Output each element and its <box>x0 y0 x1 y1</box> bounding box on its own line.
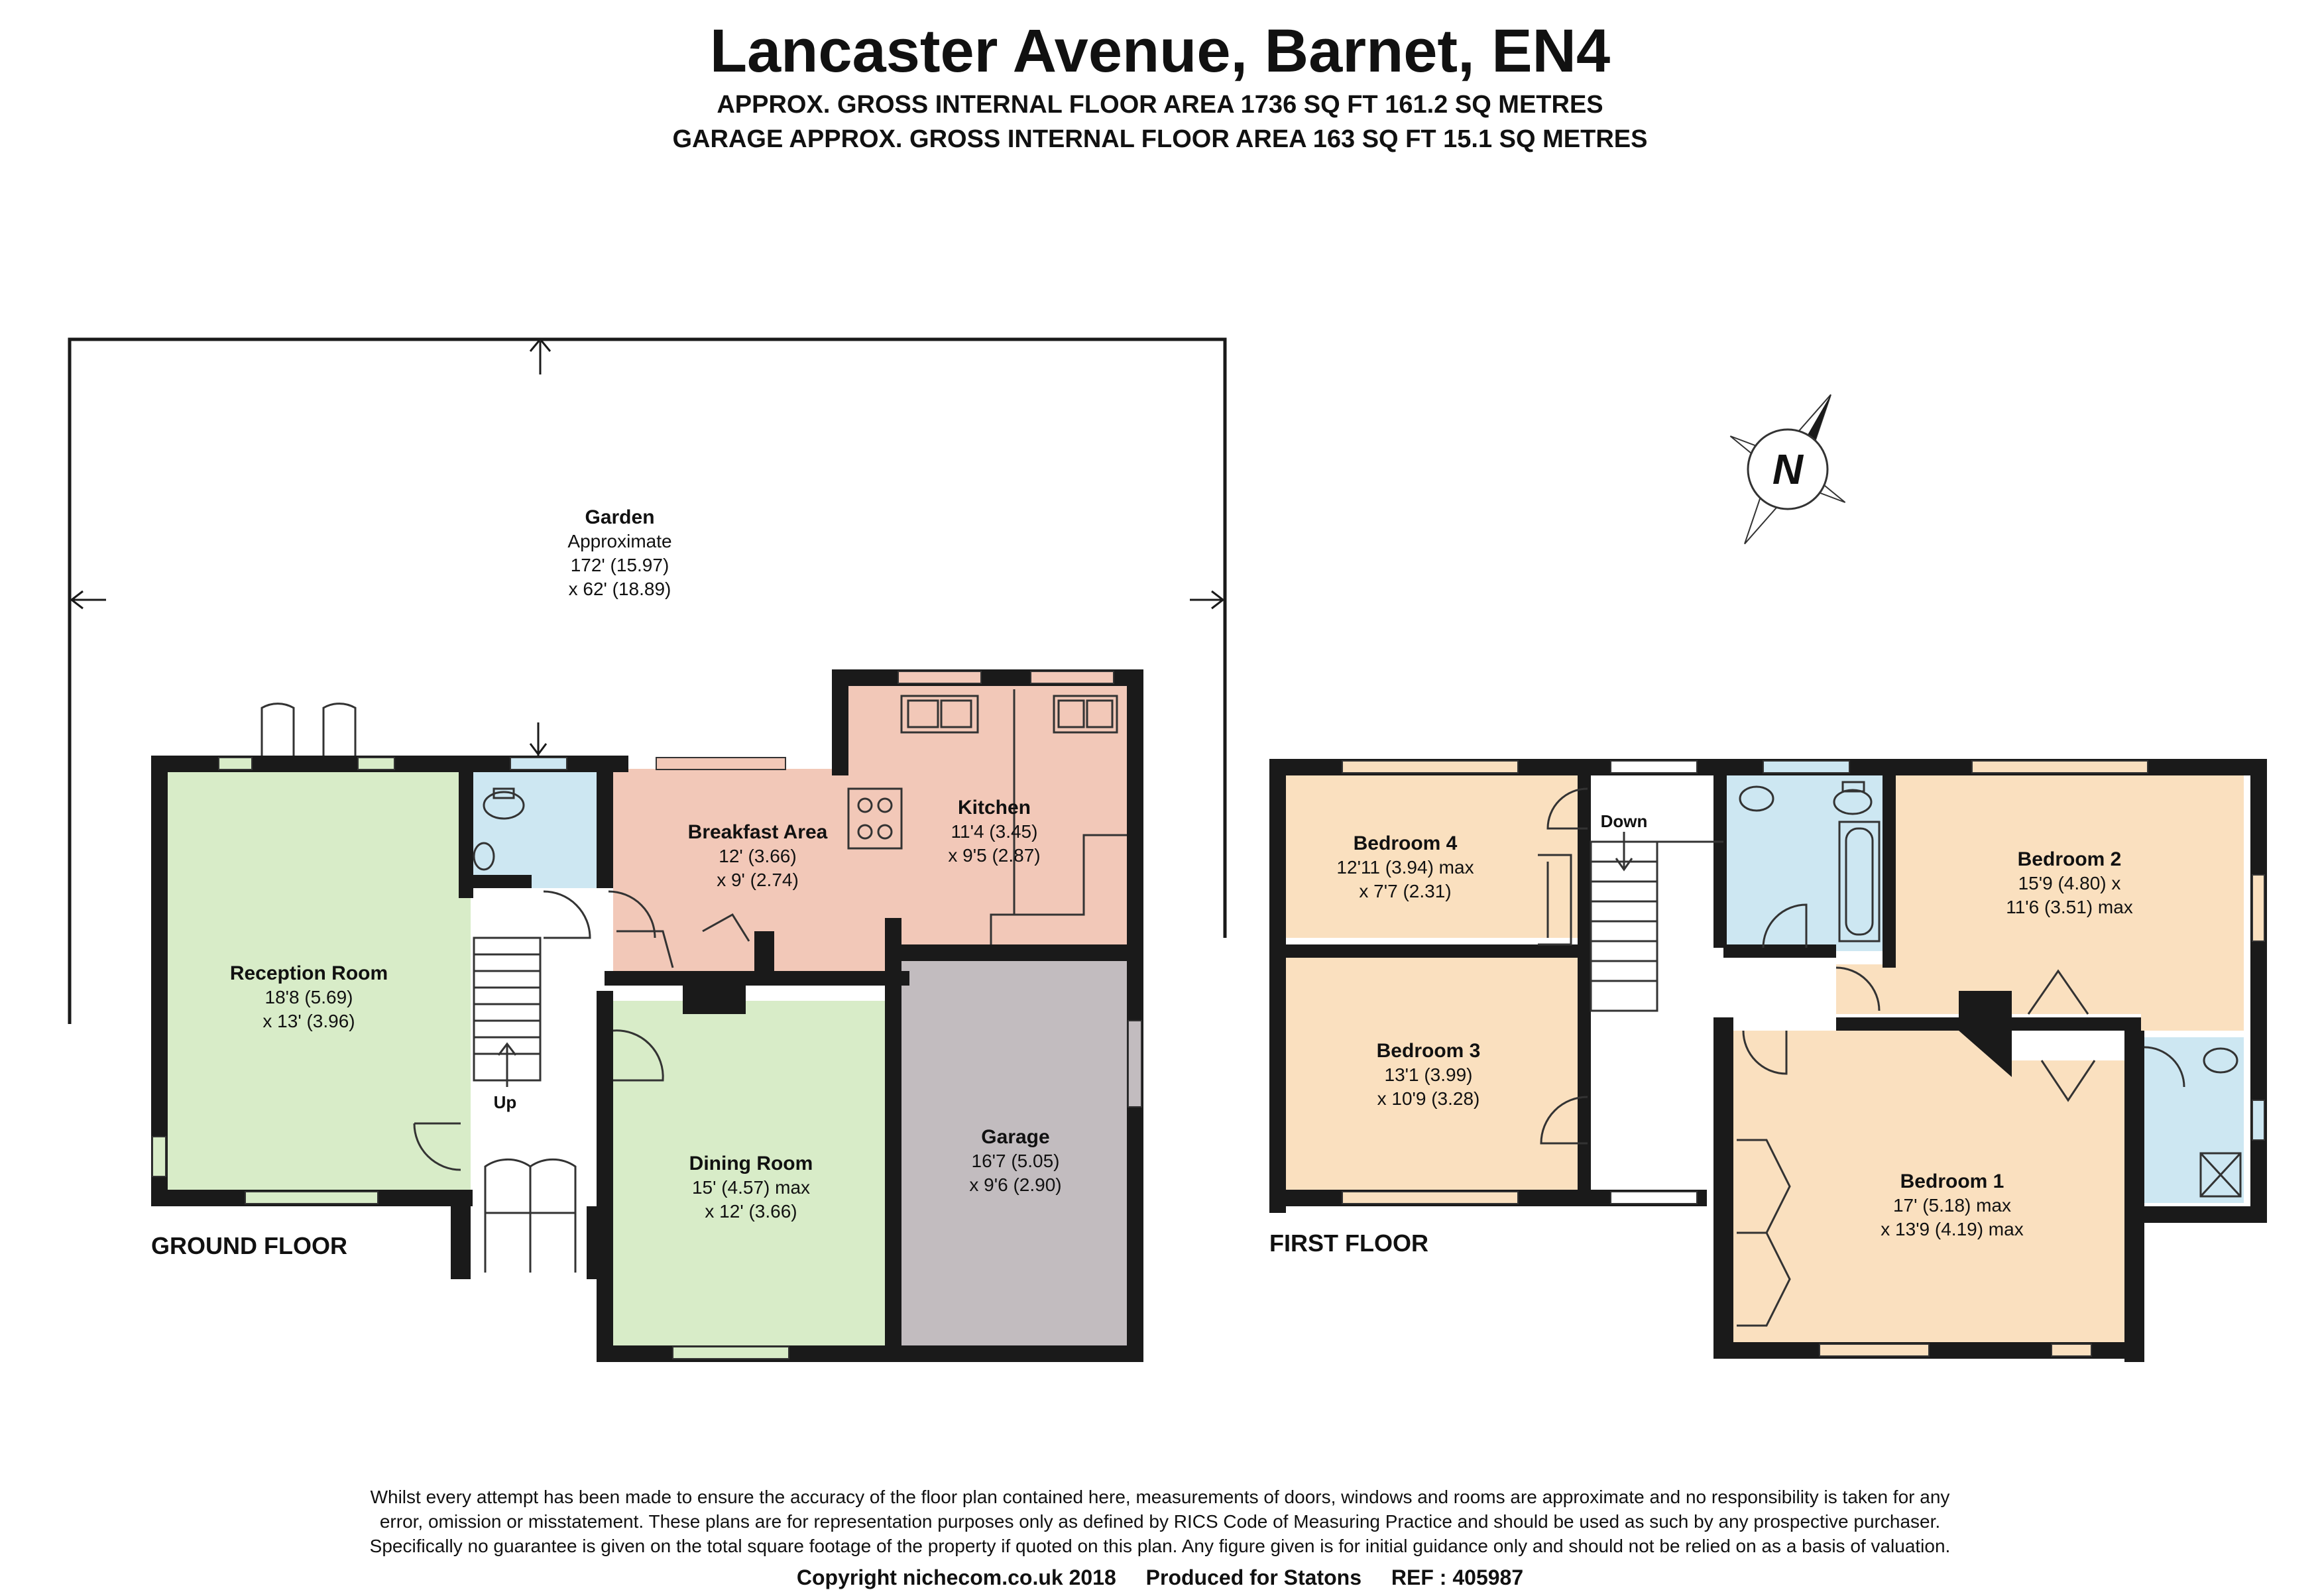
ground-stairs <box>473 890 591 1087</box>
bedroom-2-fill <box>1836 775 2244 1031</box>
disclaimer: Whilst every attempt has been made to en… <box>245 1485 2075 1558</box>
north-compass-icon: N <box>1729 394 1846 545</box>
bedroom-2-dim-1: 15'9 (4.80) x <box>2018 873 2121 893</box>
bedroom-3-dim-2: x 10'9 (3.28) <box>1377 1088 1480 1109</box>
header: Lancaster Avenue, Barnet, EN4 APPROX. GR… <box>0 15 2320 156</box>
first-floor-fixtures <box>1538 781 2242 1327</box>
kitchen-dim-1: 11'4 (3.45) <box>951 821 1038 842</box>
produced-for-text: Produced for Statons <box>1145 1566 1362 1589</box>
compass-north-label: N <box>1772 445 1804 493</box>
floor-area-text: APPROX. GROSS INTERNAL FLOOR AREA 1736 S… <box>717 91 1603 119</box>
bedroom-1-fill <box>1733 1031 2131 1342</box>
bedroom-2-dim-2: 11'6 (3.51) max <box>2006 897 2133 917</box>
garden-boundary <box>68 337 1227 1024</box>
front-entrance-doors <box>484 1158 577 1273</box>
kitchen-name: Kitchen <box>958 797 1031 819</box>
disclaimer-line-3: Specifically no guarantee is given on th… <box>369 1536 1951 1556</box>
garage-area-text: GARAGE APPROX. GROSS INTERNAL FLOOR AREA… <box>672 125 1648 153</box>
ground-floor-windows <box>152 671 1142 1359</box>
garage-dim-2: x 9'6 (2.90) <box>969 1174 1061 1195</box>
reception-french-doors <box>261 703 461 1171</box>
first-floor-label: FIRST FLOOR <box>1269 1229 1428 1257</box>
room-labels: Garden Approximate 172' (15.97) x 62' (1… <box>151 506 2133 1259</box>
reception-room-dim-2: x 13' (3.96) <box>262 1011 355 1031</box>
breakfast-area-dim-2: x 9' (2.74) <box>717 870 799 890</box>
copyright-text: Copyright nichecom.co.uk 2018 <box>796 1566 1116 1589</box>
disclaimer-line-2: error, omission or misstatement. These p… <box>379 1511 1941 1532</box>
bedroom-1-dim-1: 17' (5.18) max <box>1893 1195 2011 1216</box>
dining-room-dim-2: x 12' (3.66) <box>705 1201 797 1222</box>
bedroom-2-name: Bedroom 2 <box>2018 848 2122 870</box>
first-floor-windows <box>1342 760 2265 1357</box>
ensuite-fill <box>2144 1037 2244 1203</box>
garage-name: Garage <box>981 1126 1049 1148</box>
reception-room-fill <box>166 769 471 1193</box>
bedroom-3-name: Bedroom 3 <box>1377 1040 1481 1062</box>
dining-room-name: Dining Room <box>689 1153 813 1174</box>
garden-dim-1: 172' (15.97) <box>571 555 669 575</box>
garage-dim-1: 16'7 (5.05) <box>972 1151 1060 1171</box>
garage-fill <box>901 961 1127 1349</box>
copyright-bar: Copyright nichecom.co.uk 2018 Produced f… <box>0 1566 2320 1590</box>
bedroom-3-dim-1: 13'1 (3.99) <box>1385 1064 1473 1085</box>
wc-fill <box>471 769 607 888</box>
bedroom-1-name: Bedroom 1 <box>1900 1170 2004 1192</box>
bedroom-4-name: Bedroom 4 <box>1354 832 1458 854</box>
bedroom-1-dim-2: x 13'9 (4.19) max <box>1881 1219 2023 1239</box>
first-floor <box>1286 775 2244 1342</box>
garden-dim-2: x 62' (18.89) <box>569 579 671 599</box>
page-title: Lancaster Avenue, Barnet, EN4 <box>709 17 1611 85</box>
reference-text: REF : 405987 <box>1391 1566 1524 1589</box>
bathroom-fill <box>1723 775 1883 951</box>
ground-floor-label: GROUND FLOOR <box>151 1232 347 1259</box>
breakfast-area-dim-1: 12' (3.66) <box>719 846 796 866</box>
first-stairs-label: Down <box>1601 811 1648 831</box>
reception-room-name: Reception Room <box>230 962 388 984</box>
bedroom-4-fill <box>1286 775 1588 938</box>
landing-fill <box>1588 775 1720 1190</box>
dining-room-dim-1: 15' (4.57) max <box>692 1177 810 1198</box>
reception-room-dim-1: 18'8 (5.69) <box>265 987 353 1007</box>
bedroom-4-dim-1: 12'11 (3.94) max <box>1336 857 1474 878</box>
breakfast-area-name: Breakfast Area <box>688 821 828 843</box>
dining-room-fill <box>613 1001 888 1349</box>
kitchen-dim-2: x 9'5 (2.87) <box>948 845 1040 866</box>
ground-stairs-label: Up <box>494 1092 517 1112</box>
garden-approx: Approximate <box>567 531 671 551</box>
ground-internal-doors <box>473 689 1127 1082</box>
bedroom-3-fill <box>1286 954 1588 1190</box>
bedroom-4-dim-2: x 7'7 (2.31) <box>1359 881 1451 901</box>
garden-name: Garden <box>585 506 654 528</box>
disclaimer-line-1: Whilst every attempt has been made to en… <box>370 1487 1950 1507</box>
